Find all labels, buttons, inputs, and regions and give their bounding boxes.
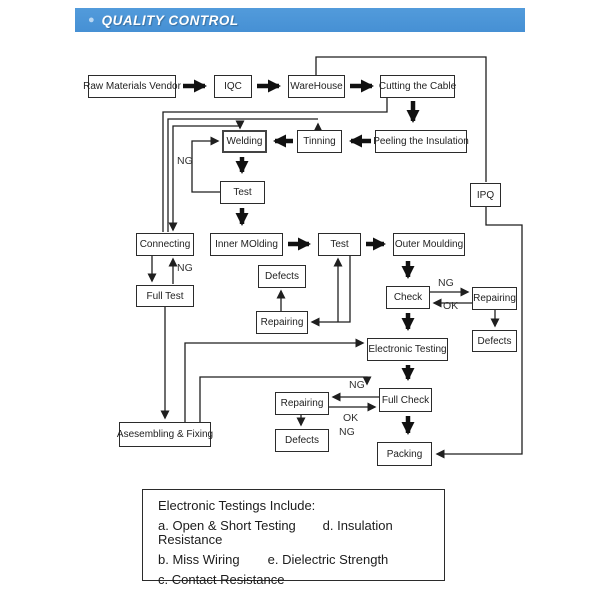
node-repairing-right: Repairing: [472, 287, 517, 310]
node-test-1: Test: [220, 181, 265, 204]
node-repairing-bottom: Repairing: [275, 392, 329, 415]
label-ok-full-check: OK: [343, 412, 359, 424]
legend-item-b: b. Miss Wiring: [158, 552, 240, 567]
section-header: ● QUALITY CONTROL: [75, 8, 525, 32]
node-outer-moulding: Outer Moulding: [393, 233, 465, 256]
legend-item-c: c. Contact Resistance: [158, 572, 285, 587]
node-inner-molding: Inner MOlding: [210, 233, 283, 256]
node-iqc: IQC: [214, 75, 252, 98]
legend-item-e: e. Dielectric Strength: [267, 552, 389, 567]
node-defects-mid: Defects: [258, 265, 306, 288]
node-raw-materials-vendor: Raw Materials Vendor: [83, 75, 181, 98]
label-ng-defects-bottom: NG: [339, 426, 355, 438]
node-defects-bottom: Defects: [275, 429, 329, 452]
label-ng-weld-loop: NG: [177, 155, 193, 167]
page-title: QUALITY CONTROL: [101, 12, 239, 28]
node-test-2: Test: [318, 233, 361, 256]
node-defects-right: Defects: [472, 330, 517, 352]
node-electronic-testing: Electronic Testing: [367, 338, 448, 361]
node-peeling-the-insulation: Peeling the Insulation: [373, 130, 469, 153]
node-repairing-mid: Repairing: [256, 311, 308, 334]
node-full-test: Full Test: [136, 285, 194, 307]
bullet-icon: ●: [88, 14, 95, 26]
node-check: Check: [386, 286, 430, 309]
electronic-testings-legend: Electronic Testings Include: a. Open & S…: [142, 489, 445, 587]
node-cutting-the-cable: Cutting the Cable: [379, 75, 456, 98]
node-warehouse: WareHouse: [288, 75, 345, 98]
label-ng-check: NG: [438, 277, 454, 289]
node-welding: Welding: [222, 130, 267, 153]
node-packing: Packing: [377, 442, 432, 466]
node-assembling-fixing: Asesembling & Fixing: [117, 422, 213, 447]
node-ipq: IPQ: [470, 183, 501, 207]
node-connecting: Connecting: [136, 233, 194, 256]
legend-title: Electronic Testings Include:: [158, 498, 316, 513]
label-ng-full-check: NG: [349, 379, 365, 391]
label-ok-check: OK: [443, 300, 459, 312]
legend-item-a: a. Open & Short Testing: [158, 518, 296, 533]
label-ng-full-test: NG: [177, 262, 193, 274]
node-tinning: Tinning: [297, 130, 342, 153]
node-full-check: Full Check: [379, 388, 432, 412]
legend-item-d: d. Insulation Resistance: [158, 518, 393, 547]
